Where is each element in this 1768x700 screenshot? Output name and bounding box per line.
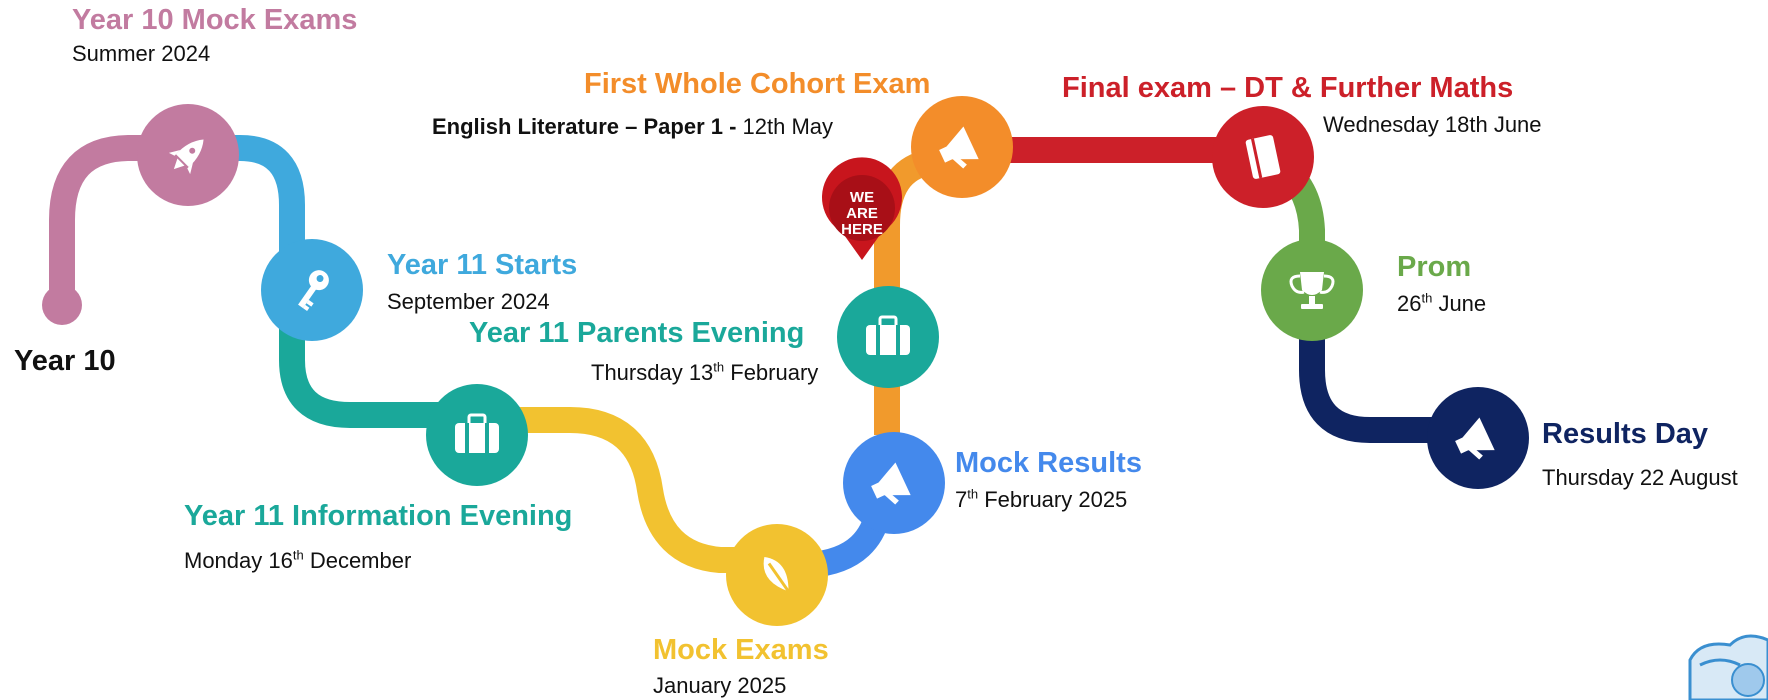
label-first-cohort-title: First Whole Cohort Exam bbox=[584, 68, 931, 100]
node-first-cohort-exam bbox=[911, 96, 1013, 198]
label-parents-evening-title: Year 11 Parents Evening bbox=[469, 317, 805, 349]
road-segment-navy bbox=[1299, 330, 1440, 443]
node-year11-starts bbox=[261, 239, 363, 341]
megaphone-icon bbox=[871, 462, 911, 505]
node-year10-mock bbox=[137, 104, 239, 206]
label-year10-start: Year 10 bbox=[14, 345, 116, 377]
road-segment-teal bbox=[279, 310, 440, 428]
parents-evening-date: Thursday 13 bbox=[591, 360, 714, 385]
book-icon bbox=[1245, 135, 1281, 179]
school-crest-logo bbox=[1688, 634, 1768, 700]
briefcase-icon bbox=[455, 413, 499, 453]
prom-date: 26 bbox=[1397, 291, 1422, 316]
first-cohort-paper: English Literature – Paper 1 - bbox=[432, 114, 743, 139]
label-year10-mock-sub: Summer 2024 bbox=[72, 41, 211, 66]
trophy-icon bbox=[1289, 272, 1335, 309]
we-are-here-marker: WE ARE HERE bbox=[822, 157, 903, 260]
leaf-icon bbox=[763, 556, 794, 598]
briefcase-icon bbox=[866, 315, 910, 355]
label-info-evening-title: Year 11 Information Evening bbox=[184, 500, 573, 532]
label-year11-starts-sub: September 2024 bbox=[387, 289, 550, 314]
key-icon bbox=[298, 270, 329, 311]
info-evening-month: December bbox=[303, 548, 412, 573]
node-results-day bbox=[1427, 387, 1529, 489]
mock-results-date: 7 bbox=[955, 487, 968, 512]
parents-evening-suffix: th bbox=[713, 359, 725, 375]
road-segment-yellow bbox=[490, 407, 740, 573]
label-mock-results-title: Mock Results bbox=[955, 447, 1142, 479]
first-cohort-date: 12th May bbox=[742, 114, 834, 139]
label-first-cohort-sub: English Literature – Paper 1 - 12th May bbox=[432, 114, 833, 139]
node-mock-exams bbox=[726, 524, 828, 626]
prom-suffix: th bbox=[1421, 290, 1433, 306]
prom-month: June bbox=[1432, 291, 1487, 316]
marker-line-1: WE bbox=[850, 189, 874, 206]
megaphone-icon bbox=[939, 126, 979, 169]
node-mock-results bbox=[843, 432, 945, 534]
label-year10-mock-title: Year 10 Mock Exams bbox=[72, 4, 358, 36]
label-prom-title: Prom bbox=[1397, 251, 1472, 283]
label-mock-results-sub: 7th February 2025 bbox=[955, 487, 1127, 512]
info-evening-date: Monday 16 bbox=[184, 548, 293, 573]
label-parents-evening-sub: Thursday 13th February bbox=[591, 360, 818, 385]
label-mock-exams-sub: January 2025 bbox=[653, 673, 787, 698]
label-final-exam-title: Final exam – DT & Further Maths bbox=[1062, 72, 1514, 104]
road-segment-pink bbox=[49, 135, 185, 270]
node-final-exam bbox=[1212, 106, 1314, 208]
node-info-evening bbox=[426, 384, 528, 486]
parents-evening-month: February bbox=[724, 360, 819, 385]
marker-line-2: ARE bbox=[846, 205, 878, 222]
label-final-exam-sub: Wednesday 18th June bbox=[1323, 112, 1542, 137]
marker-line-3: HERE bbox=[841, 221, 883, 238]
road-segment-lightblue bbox=[215, 135, 305, 260]
label-info-evening-sub: Monday 16th December bbox=[184, 548, 411, 573]
label-prom-sub: 26th June bbox=[1397, 291, 1486, 316]
node-parents-evening bbox=[837, 286, 939, 388]
info-evening-suffix: th bbox=[292, 547, 304, 563]
label-results-day-title: Results Day bbox=[1542, 418, 1709, 450]
node-prom bbox=[1261, 239, 1363, 341]
label-mock-exams-title: Mock Exams bbox=[653, 634, 829, 666]
label-year11-starts-title: Year 11 Starts bbox=[387, 249, 578, 281]
mock-results-suffix: th bbox=[967, 486, 979, 502]
label-results-day-sub: Thursday 22 August bbox=[1542, 465, 1738, 490]
mock-results-month: February 2025 bbox=[978, 487, 1128, 512]
megaphone-icon bbox=[1455, 417, 1495, 460]
